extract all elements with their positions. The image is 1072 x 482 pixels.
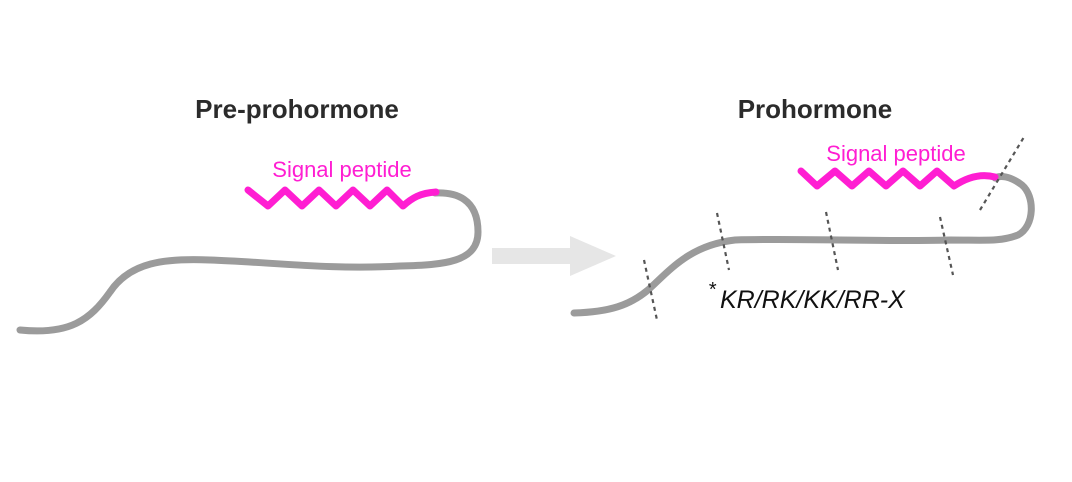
pre-prohormone-title: Pre-prohormone (195, 94, 399, 124)
signal-peptide-left (244, 186, 440, 210)
cleavage-site-marker (642, 259, 659, 321)
signal-cleavage-marker (979, 136, 1025, 211)
cleavage-site-marker (938, 216, 955, 276)
signal-peptide-label-right: Signal peptide (826, 141, 965, 166)
signal-peptide-right (797, 167, 999, 190)
right-arrow-icon (492, 236, 616, 276)
cleavage-motif-label: * KR/RK/KK/RR-X (708, 274, 906, 314)
cleavage-site-marker (824, 211, 840, 271)
prohormone-title: Prohormone (738, 94, 893, 124)
prohormone-chain (570, 173, 1035, 317)
signal-peptide-label-left: Signal peptide (272, 157, 411, 182)
pre-prohormone-chain (16, 189, 482, 335)
pre-prohormone-panel: Pre-prohormone Signal peptide (16, 94, 482, 335)
prohormone-panel: Prohormone Signal peptide * KR/RK/KK/RR-… (570, 94, 1035, 321)
cleavage-site-marker (715, 212, 731, 271)
cleavage-motif-text: KR/RK/KK/RR-X (720, 286, 906, 314)
cleavage-asterisk: * (708, 279, 717, 301)
